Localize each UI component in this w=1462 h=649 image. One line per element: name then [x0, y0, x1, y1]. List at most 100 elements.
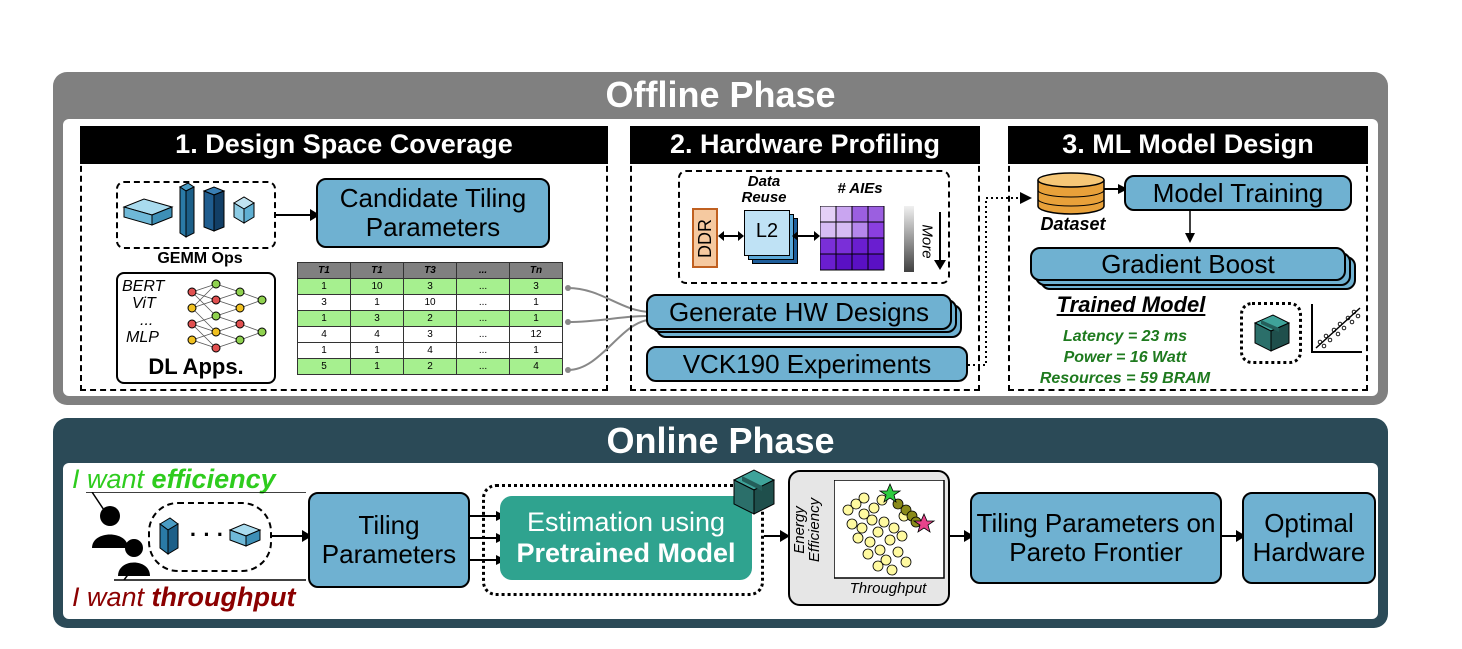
generate-hw-designs-box: Generate HW Designs — [646, 294, 952, 330]
table-cell: 3 — [297, 294, 351, 311]
more-gradient-bar — [904, 206, 914, 272]
table-cell: 1 — [297, 310, 351, 327]
estimation-box: Estimation using Pretrained Model — [500, 496, 752, 580]
dataset-database-icon — [1037, 172, 1105, 215]
want-efficiency-prefix: I want — [72, 464, 152, 494]
training-to-boost-arrow — [1185, 211, 1195, 243]
users-icon — [86, 492, 306, 581]
plot-xlabel: Throughput — [849, 580, 927, 597]
cubes-to-tiling-arrow — [272, 530, 312, 542]
arrow-gemm-to-candidate — [276, 209, 320, 221]
gemm-cubes-icon — [122, 183, 255, 238]
plot-to-pareto-arrow — [950, 530, 974, 542]
table-cell: ... — [456, 326, 510, 343]
dataset-label: Dataset — [1040, 214, 1106, 234]
more-label: More — [918, 223, 936, 259]
plot-ylabel: Energy Efficiency — [791, 497, 823, 563]
table-cell: 1 — [350, 358, 404, 375]
table-cell: ... — [456, 278, 510, 295]
pareto-plot-card: Energy Efficiency Throughput — [788, 470, 950, 606]
table-cell: 5 — [297, 358, 351, 375]
aies-label: # AIEs — [837, 180, 883, 197]
estimation-to-plot-arrow — [764, 530, 790, 542]
table-cell: ... — [456, 294, 510, 311]
metric-latency: Latency = 23 ms — [1062, 328, 1188, 345]
cubes-dashed-box: · · · — [148, 502, 272, 572]
plot-ylabel-wrap: Energy Efficiency — [790, 480, 824, 580]
ddr-l2-arrow — [718, 231, 744, 241]
pareto-to-optimal-arrow — [1222, 530, 1246, 542]
dl-apps-box: BERT ViT ... MLP DL Apps. — [116, 272, 276, 384]
table-cell: 10 — [350, 278, 404, 295]
table-cell: 1 — [297, 278, 351, 295]
vck-to-dataset-connector — [968, 192, 1032, 366]
table-cell: 1 — [297, 342, 351, 359]
dl-model-mlp: MLP — [126, 329, 159, 346]
model-box-icon — [1253, 314, 1291, 352]
pretrained-model-box-icon — [732, 469, 776, 515]
hw-profiling-diagram: DDR Data Reuse L2 # AIEs More — [678, 170, 950, 284]
table-cell: ... — [456, 342, 510, 359]
gradient-boost-box: Gradient Boost — [1030, 247, 1346, 281]
estimation-line1: Estimation using — [526, 506, 726, 537]
dataset-to-training-arrow — [1104, 184, 1128, 194]
metric-power: Power = 16 Watt — [1063, 349, 1187, 366]
data-reuse-label: Data Reuse — [741, 173, 787, 206]
want-efficiency-text: I want efficiency — [72, 464, 276, 495]
want-throughput-text: I want throughput — [72, 582, 296, 613]
trained-metrics: Latency = 23 ms Power = 16 Watt Resource… — [1020, 326, 1230, 389]
gemm-ops-box — [116, 181, 276, 249]
pareto-frontier-box: Tiling Parameters on Pareto Frontier — [970, 492, 1222, 584]
dl-model-vit: ViT — [132, 295, 156, 312]
scatter-plot-icon — [1311, 304, 1362, 353]
cube-dots: · · · — [189, 522, 225, 547]
table-cell: 2 — [403, 310, 457, 327]
table-cell: 12 — [509, 326, 563, 343]
table-cell: ... — [456, 310, 510, 327]
table-cell: 3 — [403, 326, 457, 343]
table-cell: 3 — [403, 278, 457, 295]
table-header-cell: ... — [456, 262, 510, 279]
l2-block: L2 — [744, 210, 790, 256]
table-cell: 3 — [350, 310, 404, 327]
table-cell: 1 — [350, 342, 404, 359]
aie-grid-icon — [820, 206, 885, 271]
gemm-ops-label: GEMM Ops — [157, 250, 243, 267]
model-training-box: Model Training — [1124, 175, 1352, 211]
table-cell: 3 — [509, 278, 563, 295]
table-cell: 4 — [509, 358, 563, 375]
vck190-experiments-box: VCK190 Experiments — [646, 346, 968, 382]
table-to-generate-connectors — [565, 285, 658, 373]
table-header-cell: T1 — [350, 262, 404, 279]
pareto-scatter-plot — [834, 480, 945, 579]
table-header-cell: T3 — [403, 262, 457, 279]
dl-apps-label: DL Apps. — [148, 354, 244, 379]
table-cell: 1 — [509, 310, 563, 327]
trained-model-title: Trained Model — [1056, 292, 1206, 317]
candidate-tiling-box: Candidate Tiling Parameters — [316, 178, 550, 248]
l2-aie-arrow — [792, 231, 820, 241]
table-cell: 1 — [509, 342, 563, 359]
tiling-table-header: T1 T1 T3 ... Tn — [297, 262, 563, 279]
want-throughput-word: throughput — [151, 582, 296, 612]
more-arrow — [934, 212, 946, 270]
section3-header: 3. ML Model Design — [1008, 126, 1368, 164]
offline-phase-title: Offline Phase — [605, 74, 836, 115]
optimal-hardware-box: Optimal Hardware — [1242, 492, 1376, 584]
metric-resources: Resources = 59 BRAM — [1039, 370, 1211, 387]
online-tiling-box: Tiling Parameters — [308, 492, 470, 588]
online-phase-title: Online Phase — [606, 420, 835, 461]
neural-network-icon — [187, 279, 267, 353]
dl-model-list: BERT ViT ... MLP — [122, 278, 164, 346]
table-cell: 1 — [509, 294, 563, 311]
estimation-line2: Pretrained Model — [516, 538, 736, 568]
table-header-cell: T1 — [297, 262, 351, 279]
table-cell: 10 — [403, 294, 457, 311]
